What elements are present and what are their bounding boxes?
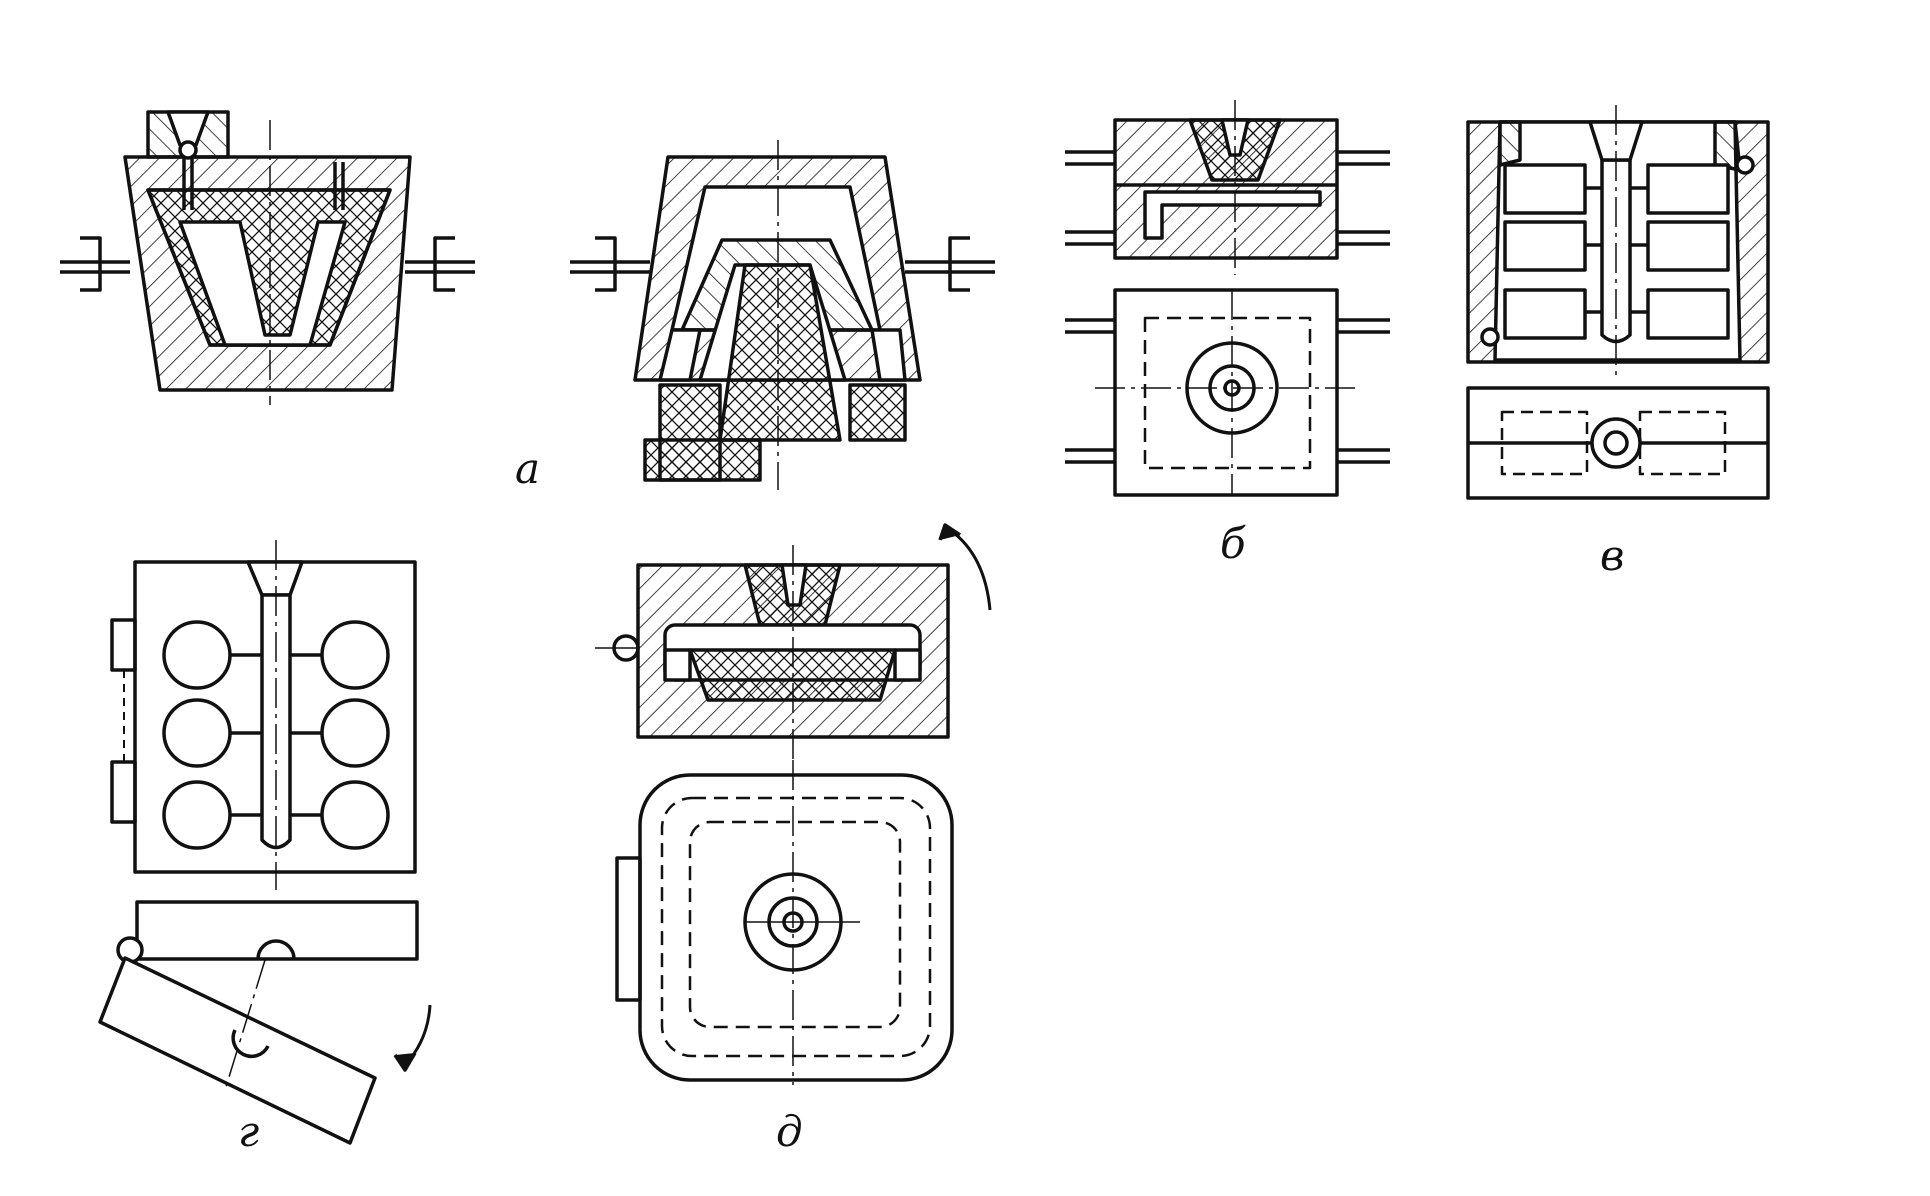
diagram-v-top [1466,105,1770,375]
label-v: в [1600,531,1624,580]
diagram-v-bottom [1466,386,1770,500]
label-b: б [1220,519,1246,568]
diagram-g-bottom [98,900,432,1145]
label-d: д [776,1107,803,1156]
diagram-a-left-mold [60,110,475,405]
diagram-g-top [110,540,417,890]
diagram-d-plan [615,760,954,1085]
diagram-a-right-mold [570,140,995,490]
diagram-b-section [1065,100,1390,275]
diagram-b-plan [1065,288,1390,497]
label-g: г [238,1107,259,1156]
label-a: а [515,444,540,493]
diagram-d-section [595,523,992,760]
